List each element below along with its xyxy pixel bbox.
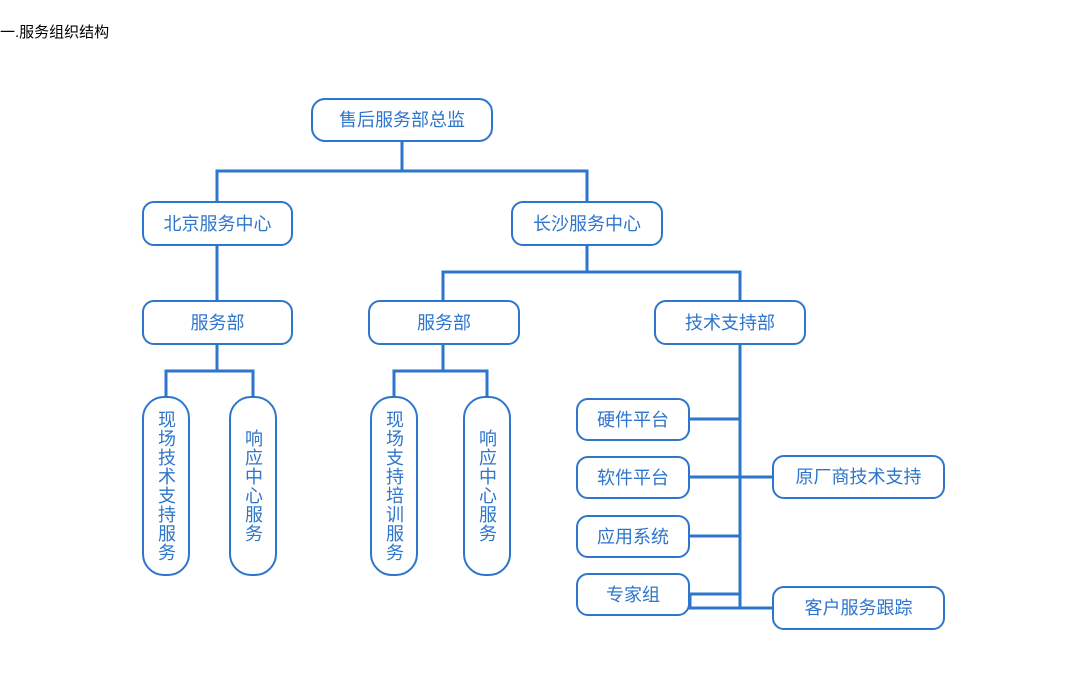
node-label: 应用系统 <box>597 526 669 547</box>
node-label: 硬件平台 <box>597 409 669 430</box>
node-label: 长沙服务中心 <box>533 213 641 234</box>
node-root[interactable]: 售后服务部总监 <box>311 98 493 142</box>
node-software-platform[interactable]: 软件平台 <box>576 456 690 499</box>
node-label: 专家组 <box>606 584 660 605</box>
node-label: 现场技术支持服务 <box>156 410 176 562</box>
node-label: 软件平台 <box>597 467 669 488</box>
node-label: 客户服务跟踪 <box>804 598 913 618</box>
node-label: 北京服务中心 <box>163 213 272 234</box>
node-hardware-platform[interactable]: 硬件平台 <box>576 398 690 441</box>
node-label: 响应中心服务 <box>243 429 263 543</box>
node-cs-response-center[interactable]: 响应中心服务 <box>463 396 511 576</box>
node-label: 服务部 <box>190 312 245 333</box>
node-beijing-service-dept[interactable]: 服务部 <box>142 300 293 345</box>
page-title: 一.服务组织结构 <box>0 24 110 41</box>
node-changsha-service-dept[interactable]: 服务部 <box>368 300 520 345</box>
node-bj-onsite-tech-support[interactable]: 现场技术支持服务 <box>142 396 190 576</box>
node-beijing-center[interactable]: 北京服务中心 <box>142 201 293 246</box>
node-customer-service-tracking[interactable]: 客户服务跟踪 <box>772 586 945 630</box>
node-label: 技术支持部 <box>685 312 775 333</box>
node-label: 现场支持培训服务 <box>384 410 404 562</box>
node-oem-tech-support[interactable]: 原厂商技术支持 <box>772 455 945 499</box>
node-label: 服务部 <box>417 312 471 333</box>
node-changsha-center[interactable]: 长沙服务中心 <box>511 201 663 246</box>
node-label: 原厂商技术支持 <box>795 467 922 487</box>
node-label: 响应中心服务 <box>477 429 497 543</box>
node-bj-response-center[interactable]: 响应中心服务 <box>229 396 277 576</box>
node-label: 售后服务部总监 <box>339 110 465 130</box>
node-expert-group[interactable]: 专家组 <box>576 573 690 616</box>
node-cs-onsite-training[interactable]: 现场支持培训服务 <box>370 396 418 576</box>
node-tech-support-dept[interactable]: 技术支持部 <box>654 300 806 345</box>
node-application-system[interactable]: 应用系统 <box>576 515 690 558</box>
